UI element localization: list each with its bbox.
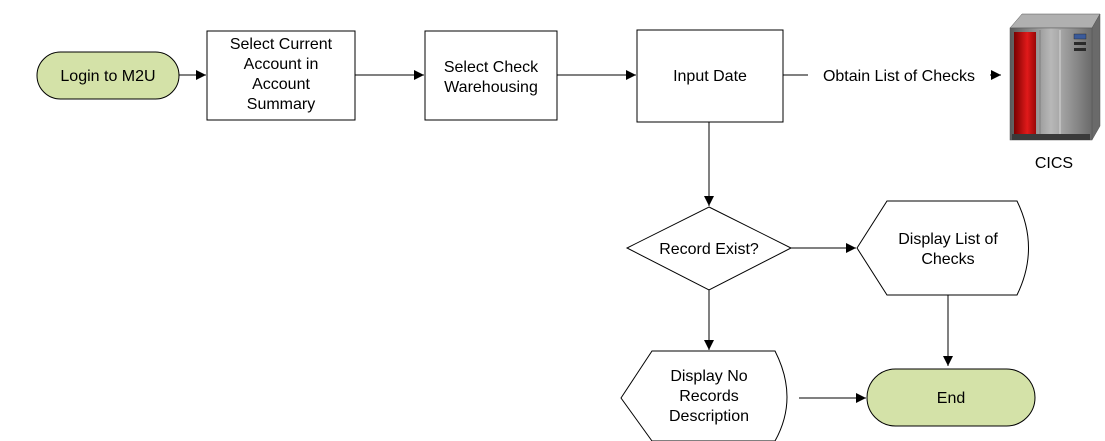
process-box xyxy=(636,29,784,123)
display-shape xyxy=(856,200,1029,296)
node-select-account-line-4: Summary xyxy=(247,96,315,113)
process-box xyxy=(424,30,558,121)
node-display-no-records-line-2: Records xyxy=(679,388,739,405)
node-select-check-line-1: Select Check xyxy=(444,59,539,76)
node-record-exist-label: Record Exist? xyxy=(659,241,759,258)
node-display-no-records-line-1: Display No xyxy=(670,368,747,385)
edge-label-obtain-list: Obtain List of Checks xyxy=(823,68,975,85)
decision-diamond xyxy=(625,206,793,291)
node-display-list-line-2: Checks xyxy=(921,251,974,268)
node-select-account-line-2: Account in xyxy=(244,56,319,73)
node-select-account-line-3: Account xyxy=(252,76,310,93)
node-login-label: Login to M2U xyxy=(60,68,155,85)
node-display-no-records-line-3: Description xyxy=(669,408,749,425)
node-record-exist: Record Exist? xyxy=(625,206,793,291)
node-select-check-line-2: Warehousing xyxy=(444,79,538,96)
node-input-date-label: Input Date xyxy=(673,68,747,85)
node-display-list-line-1: Display List of xyxy=(898,231,998,248)
node-select-account-line-1: Select Current xyxy=(230,36,333,53)
node-input-date: Input Date xyxy=(636,29,784,123)
node-end: End xyxy=(866,368,1036,427)
terminator-shape xyxy=(36,51,180,100)
server-label-cics: CICS xyxy=(1035,155,1073,172)
mainframe-server-icon xyxy=(1009,13,1101,141)
node-display-list: Display List of Checks xyxy=(856,200,1029,296)
node-login: Login to M2U xyxy=(36,51,180,100)
process-box xyxy=(206,30,356,121)
node-end-label: End xyxy=(937,390,965,407)
node-display-no-records: Display No Records Description xyxy=(620,350,788,441)
node-select-check: Select Check Warehousing xyxy=(424,30,558,121)
edge-label-bg xyxy=(808,64,990,86)
terminator-shape xyxy=(866,368,1036,427)
node-select-account: Select Current Account in Account Summar… xyxy=(206,30,356,121)
